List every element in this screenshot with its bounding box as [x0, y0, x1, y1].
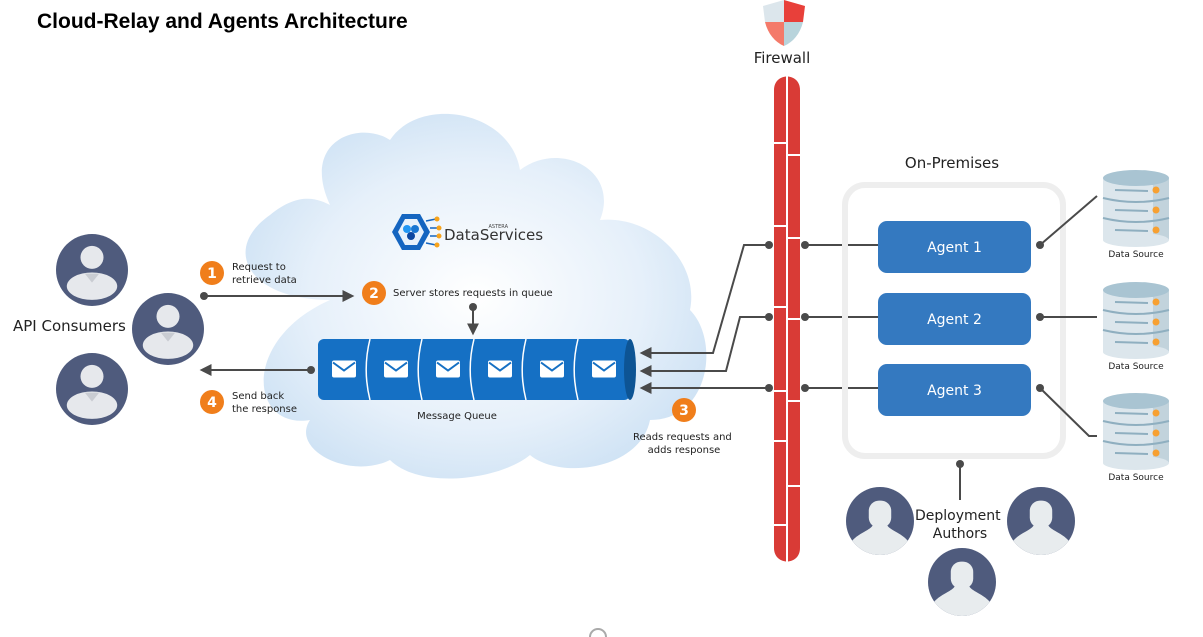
envelope-icon: [332, 360, 356, 378]
message-queue-label: Message Queue: [417, 411, 497, 422]
step-2-label: Server stores requests in queue: [393, 288, 553, 299]
deployment-authors-group: [846, 487, 1075, 616]
queue-divider: [469, 338, 475, 401]
envelope-icon: [488, 360, 512, 378]
firewall-label: Firewall: [754, 49, 811, 67]
api-consumers-group: [56, 234, 204, 425]
deployment-author-avatar: [928, 548, 996, 616]
step-3-badge: 3: [672, 398, 696, 422]
envelope-icon: [540, 360, 564, 378]
firewall-agent-connectors: [801, 241, 878, 392]
deployment-author-avatar: [846, 487, 914, 555]
database-icon: [1102, 393, 1170, 470]
message-queue: [318, 338, 636, 401]
step-2-badge: 2: [362, 281, 386, 305]
step-1-label: Request to retrieve data: [232, 262, 297, 286]
queue-divider: [417, 338, 423, 401]
agent-queue-connectors: [639, 241, 773, 394]
data-source-label: Data Source: [1108, 250, 1164, 260]
envelope-icon: [384, 360, 408, 378]
logo-brand: DataServices: [444, 226, 543, 244]
diagram-title: Cloud-Relay and Agents Architecture: [37, 10, 408, 33]
partial-spinner-icon: [589, 628, 607, 637]
agent-datasource-connectors: [1036, 195, 1098, 437]
agent-2-box[interactable]: Agent 2: [878, 293, 1031, 345]
queue-divider: [521, 338, 527, 401]
database-icon: [1102, 282, 1170, 359]
agent-3-box[interactable]: Agent 3: [878, 364, 1031, 416]
on-premises-box: [842, 182, 1066, 459]
step-3-label: Reads requests and adds response: [633, 432, 735, 456]
deployment-author-avatar: [1007, 487, 1075, 555]
on-premises-label: On-Premises: [905, 154, 999, 172]
envelope-icon: [592, 360, 616, 378]
api-consumer-avatar: [56, 234, 128, 306]
agent-label: Agent 1: [927, 240, 982, 256]
svg-text:4: 4: [207, 395, 217, 411]
envelope-icon: [436, 360, 460, 378]
step-4-badge: 4: [200, 390, 224, 414]
step-1-badge: 1: [200, 261, 224, 285]
data-source-label: Data Source: [1108, 473, 1164, 483]
api-consumers-label: API Consumers: [13, 317, 126, 335]
dataservices-logo: ASTERA DataServices: [392, 214, 543, 250]
svg-text:2: 2: [369, 286, 379, 302]
database-icon: [1102, 170, 1170, 247]
logo-brand-small: ASTERA: [489, 224, 509, 230]
agent-label: Agent 3: [927, 383, 982, 399]
svg-text:1: 1: [207, 266, 217, 282]
firewall-wall: [774, 76, 800, 562]
data-source-label: Data Source: [1108, 362, 1164, 372]
api-consumer-avatar: [56, 353, 128, 425]
step-4-label: Send back the response: [232, 391, 297, 415]
api-consumer-avatar: [132, 293, 204, 365]
queue-divider: [365, 338, 371, 401]
agent-label: Agent 2: [927, 312, 982, 328]
svg-text:3: 3: [679, 403, 689, 419]
firewall-shield-icon: [763, 0, 805, 46]
agent-1-box[interactable]: Agent 1: [878, 221, 1031, 273]
queue-divider: [573, 338, 579, 401]
deployment-authors-label: Deployment Authors: [915, 508, 1005, 542]
